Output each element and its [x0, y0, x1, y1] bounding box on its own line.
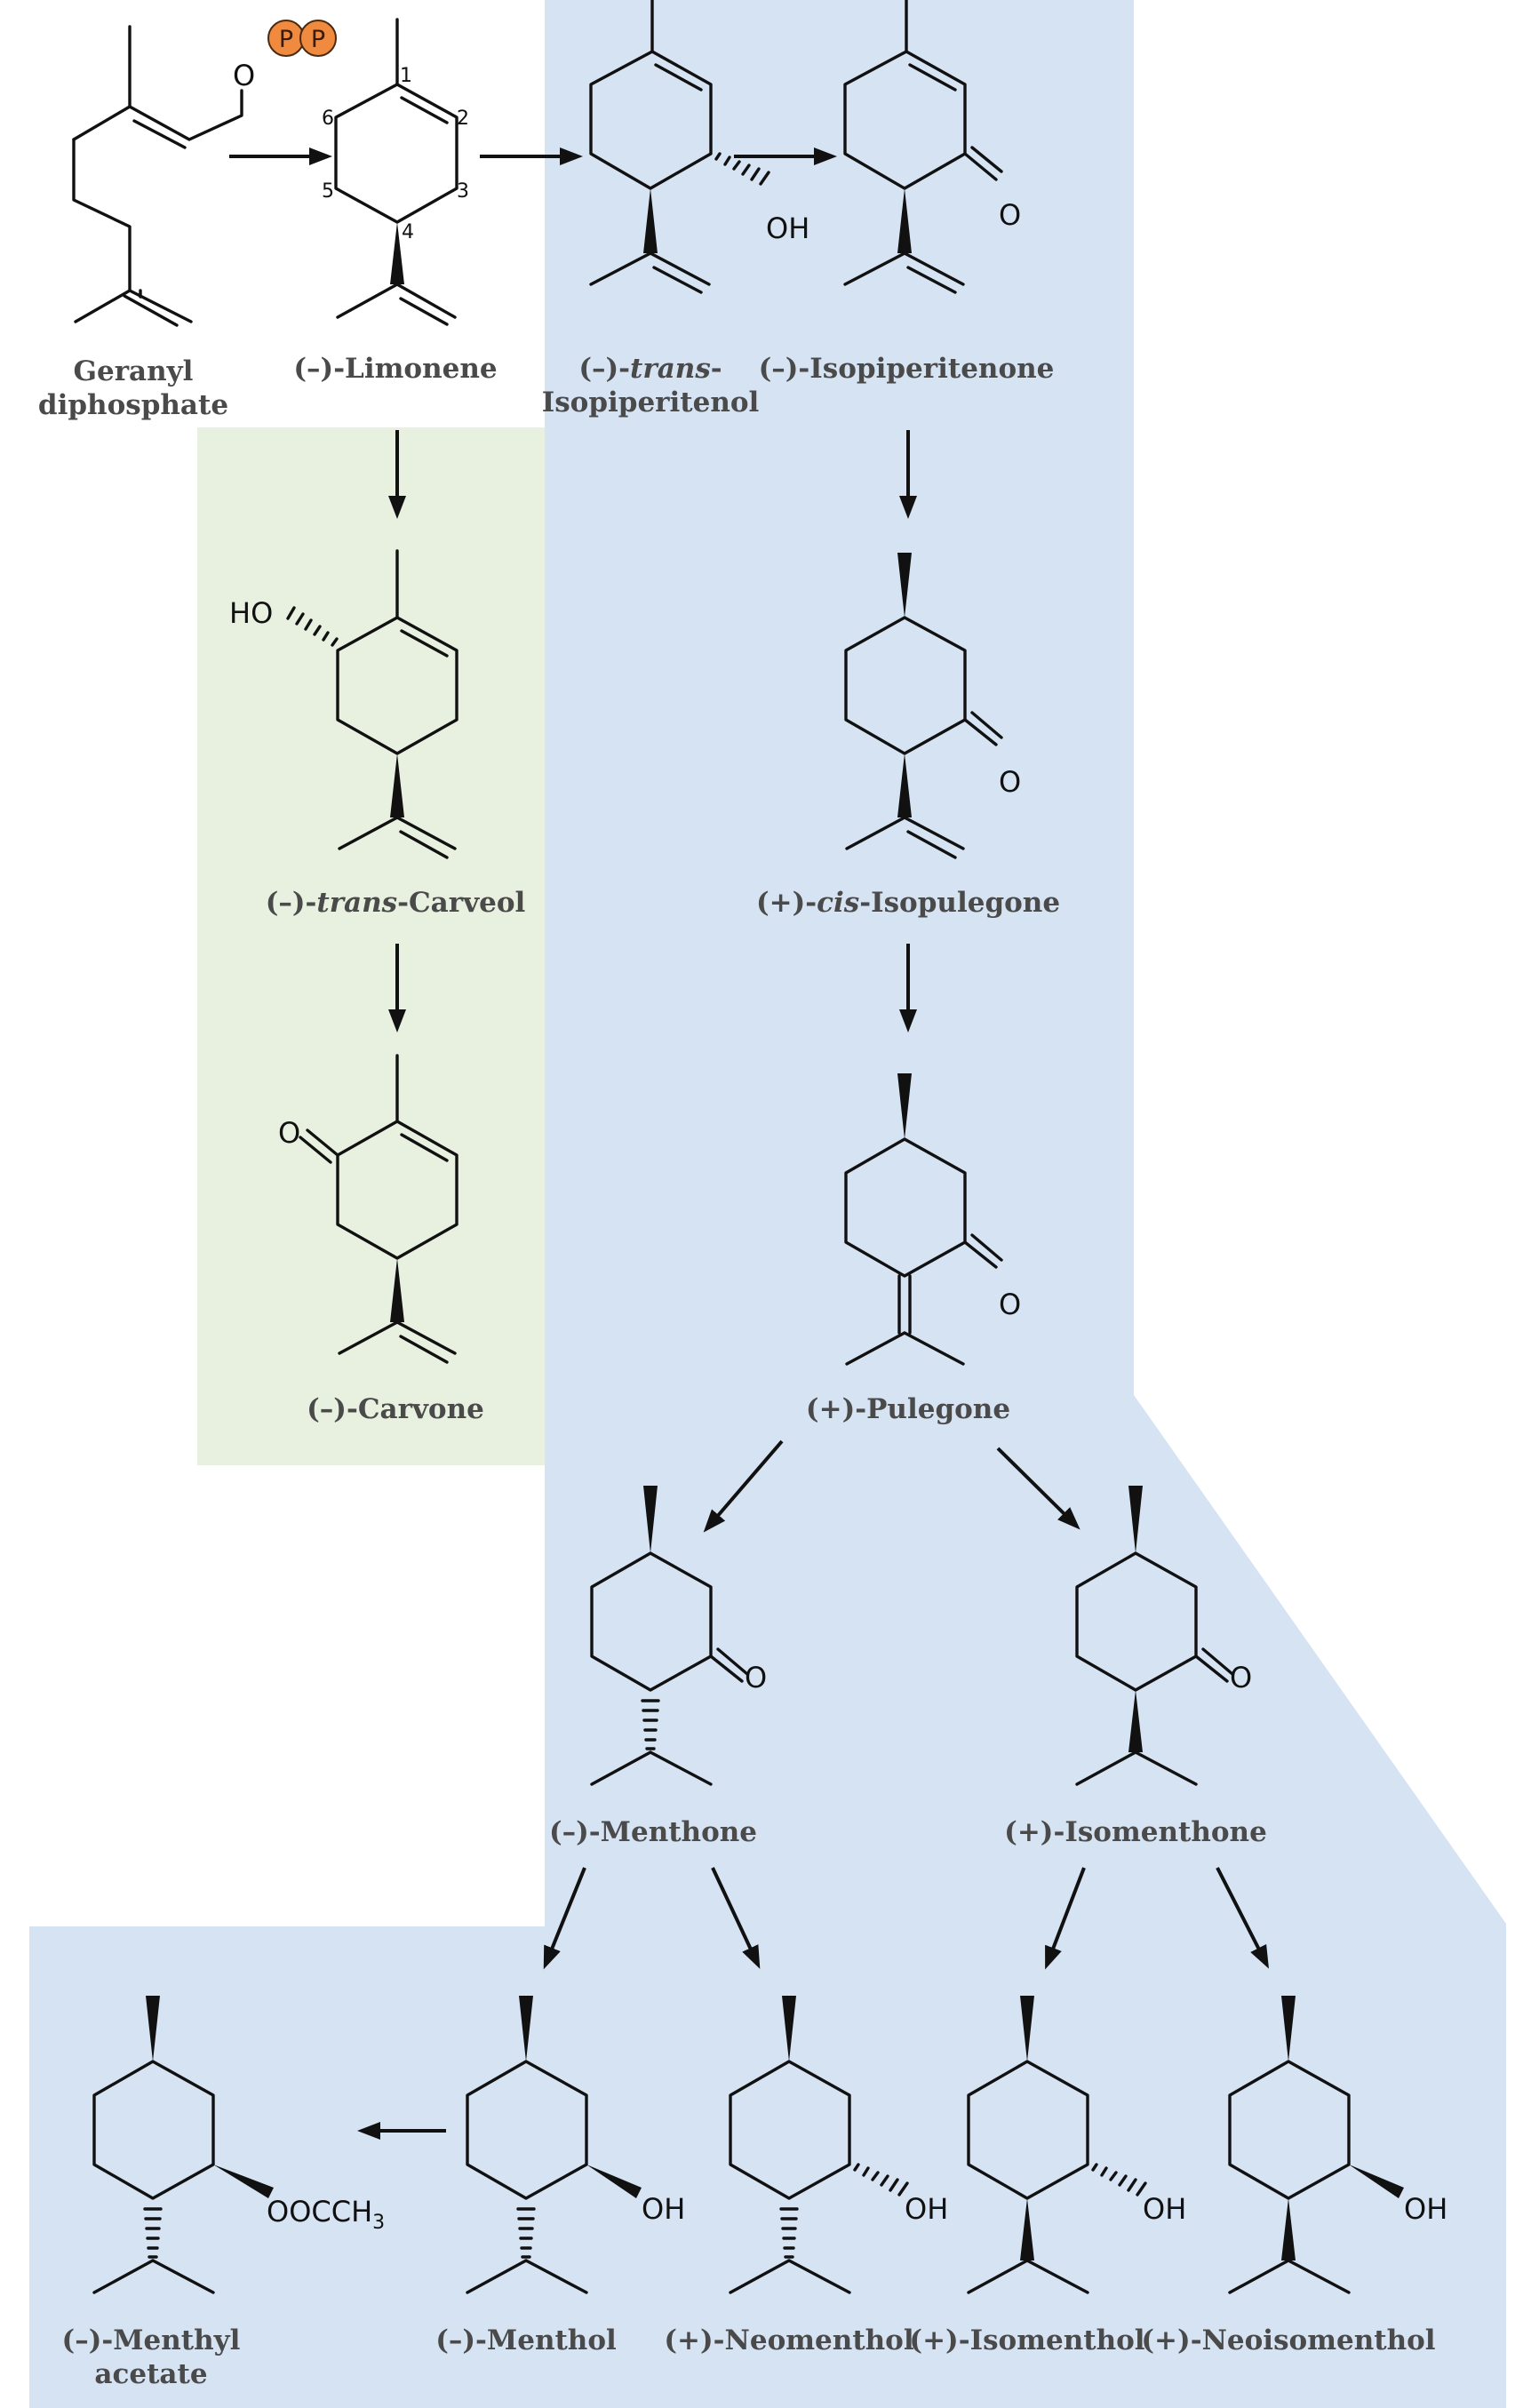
phosphate-label-2: P — [311, 26, 325, 53]
limonene-label: (–)-Limonene — [293, 353, 497, 385]
isopiperitenol-label-1: (–)-trans- — [578, 353, 722, 385]
locant-3: 3 — [457, 180, 469, 203]
neomenthol-label: (+)-Neomenthol — [664, 2324, 913, 2356]
pulegone-label: (+)-Pulegone — [806, 1393, 1010, 1425]
pulegone-structure: O — [844, 1073, 1021, 1366]
neoisomenthol-structure: OH — [1228, 1996, 1447, 2294]
locant-4: 4 — [402, 221, 414, 243]
isopiperitenone-structure: O — [843, 0, 1021, 294]
pulegone-oxygen: O — [999, 1288, 1021, 1321]
carvone-oxygen: O — [278, 1116, 300, 1150]
menthyl-acetate-label-1: (–)-Menthyl — [62, 2324, 241, 2356]
geranyl-label-2: diphosphate — [38, 389, 228, 421]
isomenthone-structure: O — [1075, 1486, 1252, 1786]
carveol-structure: HO — [229, 549, 459, 859]
phosphate-label-1: P — [279, 26, 293, 53]
isomenthol-structure: OH — [967, 1996, 1186, 2294]
isopulegone-structure: O — [844, 553, 1021, 859]
menthol-structure: OH — [466, 1996, 685, 2294]
locant-5: 5 — [322, 180, 334, 203]
acetoxy-group: OOCCH3 — [267, 2195, 385, 2234]
neoisomenthol-hydroxyl: OH — [1404, 2192, 1447, 2226]
geranyl-label-1: Geranyl — [74, 355, 194, 387]
locant-2: 2 — [457, 108, 469, 130]
arrow-menthone-to-menthol — [543, 1867, 586, 1970]
isomenthone-oxygen: O — [1230, 1661, 1252, 1694]
carveol-hydroxyl: HO — [229, 596, 273, 630]
geranyl-diphosphate-structure: O P P — [72, 20, 337, 327]
carvone-structure: O — [278, 1054, 459, 1364]
isopiperitenone-label: (–)-Isopiperitenone — [759, 353, 1055, 385]
menthone-label: (–)-Menthone — [549, 1816, 757, 1848]
isomenthol-label: (+)-Isomenthol — [909, 2324, 1144, 2356]
arrow-menthone-to-neomenthol — [711, 1867, 761, 1969]
carvone-label: (–)-Carvone — [307, 1393, 484, 1425]
isopulegone-oxygen: O — [999, 765, 1021, 799]
isomenthone-label: (+)-Isomenthone — [1004, 1816, 1267, 1848]
menthone-oxygen: O — [745, 1661, 767, 1694]
menthyl-acetate-structure: OOCCH3 — [92, 1996, 385, 2294]
isopulegone-label: (+)-cis-Isopulegone — [756, 887, 1060, 919]
carveol-label: (–)-trans-Carveol — [266, 887, 526, 919]
isomenthol-hydroxyl: OH — [1143, 2192, 1186, 2226]
reaction-arrows — [229, 148, 1270, 2140]
arrow-pulegone-to-menthone — [703, 1439, 784, 1533]
neomenthol-structure: OH — [729, 1996, 948, 2294]
isopiperitenol-hydroxyl: OH — [766, 211, 809, 245]
menthyl-acetate-label-2: acetate — [94, 2358, 207, 2390]
neomenthol-hydroxyl: OH — [905, 2192, 948, 2226]
arrow-isomenthone-to-neoisomenthol — [1216, 1867, 1270, 1969]
isopiperitenol-label-2: Isopiperitenol — [542, 387, 760, 419]
isopiperitenol-structure: OH — [589, 0, 809, 294]
locant-1: 1 — [400, 65, 412, 87]
phosphate-oxygen: O — [233, 59, 255, 92]
arrow-pulegone-to-isomenthone — [996, 1447, 1080, 1530]
menthone-structure: O — [590, 1486, 767, 1786]
limonene-structure: 1 2 3 4 5 6 — [322, 18, 469, 326]
isopiperitenone-oxygen: O — [999, 198, 1021, 232]
locant-6: 6 — [322, 108, 334, 130]
menthol-hydroxyl: OH — [642, 2192, 685, 2226]
menthol-pathway-region — [29, 0, 1506, 2408]
carvone-pathway-region — [197, 427, 545, 1465]
phosphate-circle-2 — [299, 20, 337, 57]
neoisomenthol-label: (+)-Neoisomenthol — [1141, 2324, 1435, 2356]
menthol-label: (–)-Menthol — [435, 2324, 617, 2356]
arrow-isomenthone-to-isomenthol — [1045, 1867, 1086, 1970]
